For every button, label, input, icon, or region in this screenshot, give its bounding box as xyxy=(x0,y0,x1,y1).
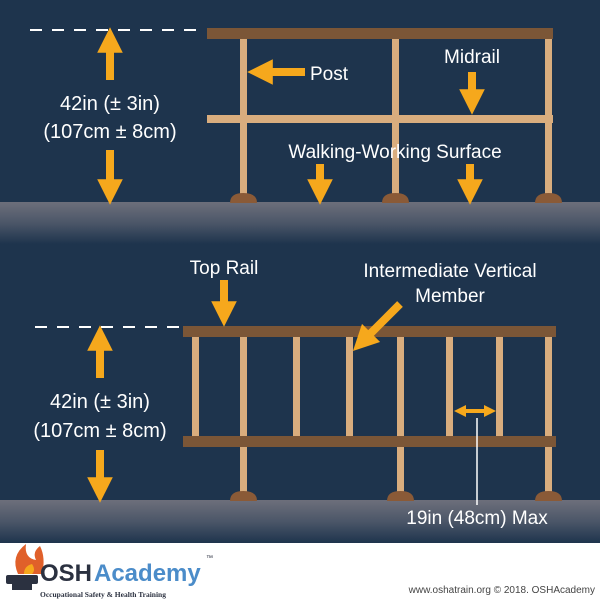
post-label: Post xyxy=(310,64,349,85)
top-guardrail xyxy=(30,28,562,203)
logo-osh: OSH xyxy=(40,560,92,587)
floor-bottom xyxy=(0,500,600,543)
height-label-bottom: 42in (± 3in) xyxy=(50,391,150,413)
ivm-label: Intermediate Vertical xyxy=(363,261,536,282)
height-label-top: 42in (± 3in) xyxy=(60,93,160,115)
oshacademy-logo: OSH Academy ™ Occupational Safety & Heal… xyxy=(6,544,213,599)
height-label-top-metric: (107cm ± 8cm) xyxy=(43,121,176,143)
surface-label: Walking-Working Surface xyxy=(288,142,501,163)
floor-top xyxy=(0,202,600,244)
height-label-bottom-metric: (107cm ± 8cm) xyxy=(33,420,166,442)
ivm-label-2: Member xyxy=(415,286,485,307)
top-rail-label: Top Rail xyxy=(190,258,259,279)
logo-tagline: Occupational Safety & Health Training xyxy=(40,590,166,599)
copyright-credit: www.oshatrain.org © 2018. OSHAcademy xyxy=(408,585,595,596)
logo-academy: Academy xyxy=(94,560,201,587)
logo-tm: ™ xyxy=(206,555,213,562)
midrail-label: Midrail xyxy=(444,47,500,68)
spacing-label: 19in (48cm) Max xyxy=(406,508,548,529)
